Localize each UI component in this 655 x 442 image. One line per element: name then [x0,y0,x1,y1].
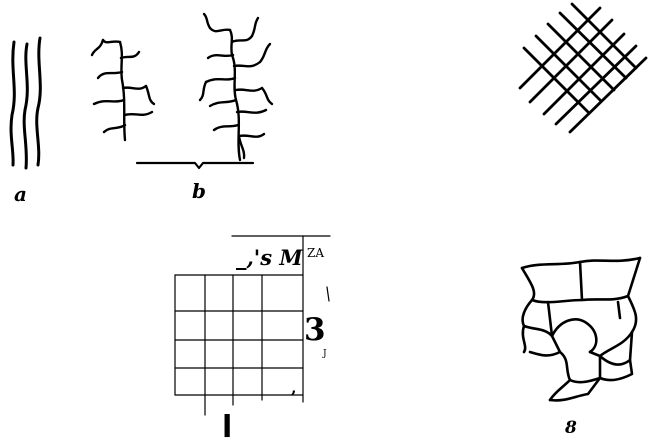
label-za: ZA [307,247,324,259]
pattern-a-parallel-lines [11,38,40,168]
pattern-b-dendritic-right [200,14,272,160]
label-a: a [14,184,27,204]
label-8: 8 [565,420,577,437]
pattern-irregular-network [522,258,640,400]
label-j: J [323,350,327,359]
label-sm: _,'s M [236,247,303,268]
label-comma: , [291,380,297,396]
brace-under-b [137,163,253,168]
pattern-b-dendritic-left [92,40,154,140]
pattern-rotated-grid [520,4,646,132]
label-b: b [192,181,206,201]
label-3: 3 [304,315,326,346]
label-l: l [222,413,232,442]
